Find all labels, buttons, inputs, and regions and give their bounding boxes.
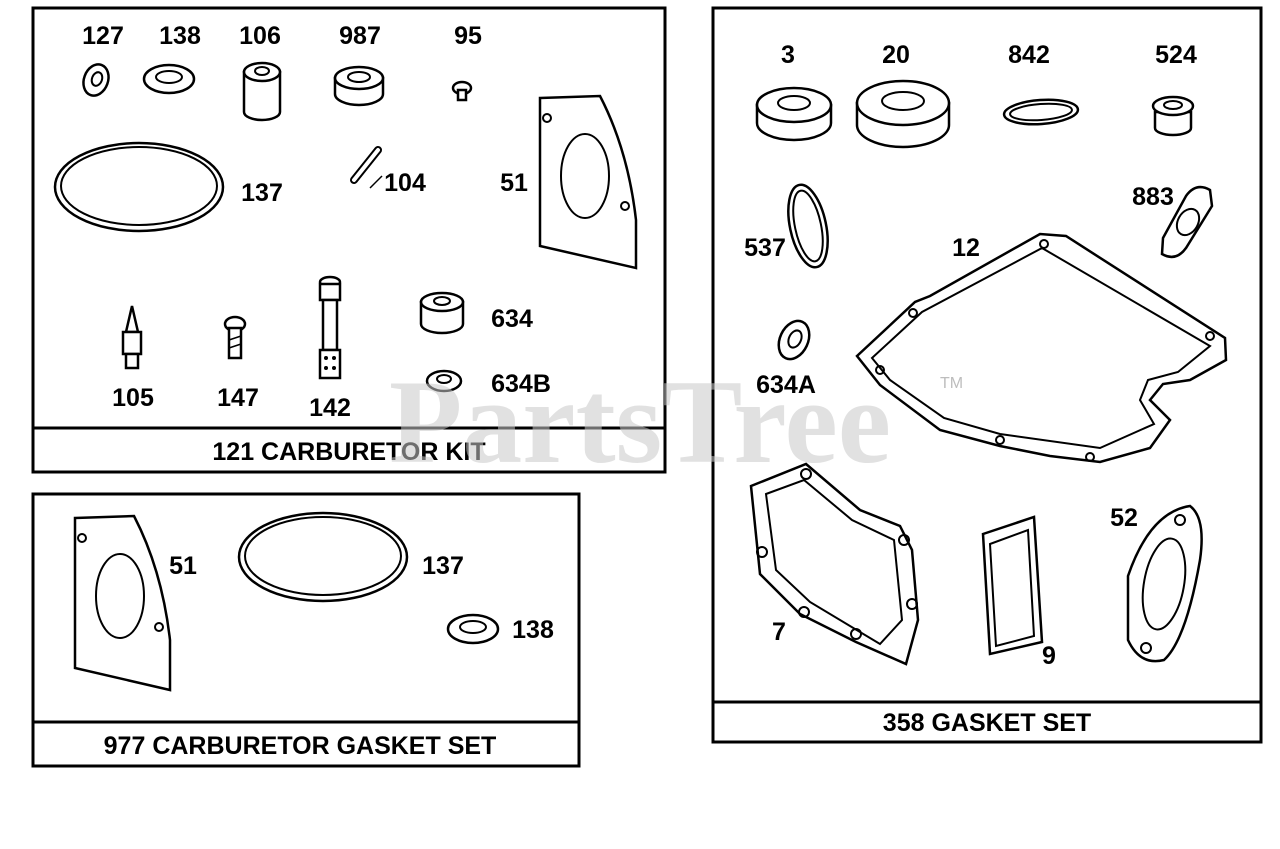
o-ring-842-drawing bbox=[1002, 98, 1080, 126]
gasket-set-frame bbox=[711, 6, 1263, 744]
part-number-95: 95 bbox=[454, 22, 482, 50]
tube-142-drawing bbox=[318, 275, 342, 380]
part-number-634a: 634A bbox=[756, 371, 816, 399]
part-number-537: 537 bbox=[744, 234, 786, 262]
part-number-987: 987 bbox=[339, 22, 381, 50]
bushing-106-drawing bbox=[242, 61, 282, 122]
part-number-127: 127 bbox=[82, 22, 124, 50]
carburetor-kit-panel: 121 CARBURETOR KIT 127 138 106 987 95 13… bbox=[31, 6, 667, 474]
part-number-51: 51 bbox=[169, 552, 197, 580]
needle-105-drawing bbox=[121, 305, 143, 370]
carburetor-kit-caption: 121 CARBURETOR KIT bbox=[212, 438, 485, 466]
watermark: PartsTree TM bbox=[389, 355, 963, 488]
ring-137-drawing bbox=[53, 141, 225, 233]
washer-138-drawing bbox=[142, 63, 196, 95]
screw-95-drawing bbox=[451, 80, 473, 102]
part-number-137: 137 bbox=[422, 552, 464, 580]
seal-634a-drawing bbox=[777, 319, 811, 361]
pin-104-drawing bbox=[350, 146, 383, 189]
part-number-524: 524 bbox=[1155, 41, 1197, 69]
part-number-104: 104 bbox=[384, 169, 426, 197]
part-number-142: 142 bbox=[309, 394, 351, 422]
part-number-634b: 634B bbox=[491, 370, 551, 398]
part-number-51: 51 bbox=[500, 169, 528, 197]
watermark-trademark: TM bbox=[940, 375, 963, 392]
part-number-883: 883 bbox=[1132, 183, 1174, 211]
gasket-set-caption: 358 GASKET SET bbox=[883, 709, 1091, 737]
gasket-52-drawing bbox=[1126, 504, 1203, 663]
washer-634b-drawing bbox=[425, 369, 463, 393]
part-number-12: 12 bbox=[952, 234, 980, 262]
part-number-20: 20 bbox=[882, 41, 910, 69]
part-number-842: 842 bbox=[1008, 41, 1050, 69]
carburetor-gasket-set-caption: 977 CARBURETOR GASKET SET bbox=[104, 732, 497, 760]
gasket-51-drawing bbox=[73, 514, 172, 692]
part-number-106: 106 bbox=[239, 22, 281, 50]
part-number-138: 138 bbox=[512, 616, 554, 644]
ring-137-drawing bbox=[237, 511, 409, 603]
part-number-137: 137 bbox=[241, 179, 283, 207]
part-number-634: 634 bbox=[491, 305, 533, 333]
seal-20-drawing bbox=[855, 79, 951, 149]
bushing-634-drawing bbox=[419, 291, 465, 335]
washer-138-drawing bbox=[446, 613, 500, 645]
plug-524-drawing bbox=[1151, 95, 1195, 137]
screw-147-drawing bbox=[223, 315, 247, 360]
gasket-9-drawing bbox=[981, 515, 1044, 656]
ring-987-drawing bbox=[333, 65, 385, 107]
gasket-883-drawing bbox=[1160, 185, 1214, 259]
part-number-7: 7 bbox=[772, 618, 786, 646]
gasket-12-drawing bbox=[855, 232, 1228, 464]
seal-3-drawing bbox=[755, 86, 833, 142]
washer-127-drawing bbox=[82, 63, 110, 97]
part-number-105: 105 bbox=[112, 384, 154, 412]
part-number-138: 138 bbox=[159, 22, 201, 50]
carburetor-gasket-set-panel: 977 CARBURETOR GASKET SET 51 137 138 bbox=[31, 492, 581, 768]
gasket-51-drawing bbox=[538, 94, 638, 270]
o-ring-537-drawing bbox=[787, 183, 829, 269]
gasket-set-panel: 358 GASKET SET 3 20 842 524 537 12 883 6… bbox=[711, 6, 1263, 744]
part-number-3: 3 bbox=[781, 41, 795, 69]
part-number-52: 52 bbox=[1110, 504, 1138, 532]
part-number-147: 147 bbox=[217, 384, 259, 412]
carburetor-gasket-set-frame bbox=[31, 492, 581, 768]
part-number-9: 9 bbox=[1042, 642, 1056, 670]
carburetor-kit-frame bbox=[31, 6, 667, 474]
watermark-text: PartsTree bbox=[389, 355, 891, 488]
gasket-7-drawing bbox=[749, 462, 920, 666]
